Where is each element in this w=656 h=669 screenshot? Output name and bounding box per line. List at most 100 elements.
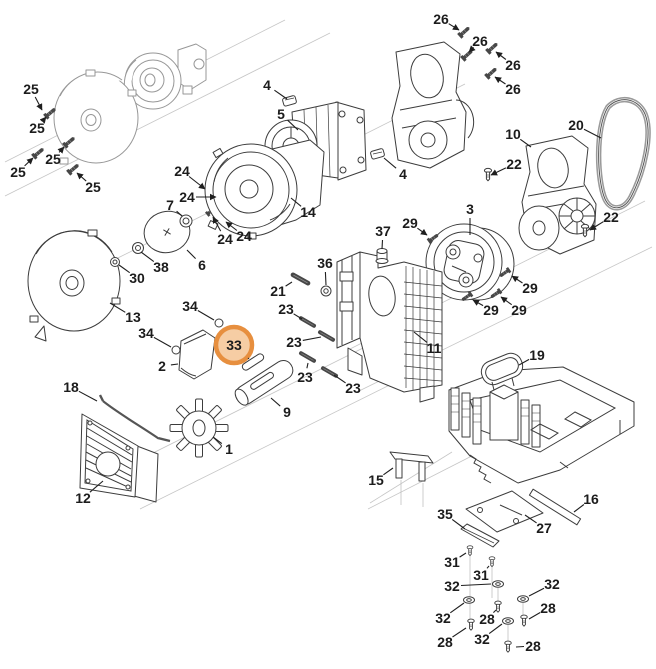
leader-line bbox=[34, 96, 43, 111]
leader-line bbox=[270, 397, 281, 407]
part-10-bracket-blower bbox=[518, 135, 597, 255]
leader-line bbox=[290, 197, 302, 207]
callout-16[interactable]: 16 bbox=[583, 491, 599, 507]
callout-24[interactable]: 24 bbox=[236, 228, 252, 244]
leader-line bbox=[459, 552, 467, 558]
callout-19[interactable]: 19 bbox=[529, 347, 545, 363]
part-11-housing bbox=[336, 251, 443, 403]
callout-34[interactable]: 34 bbox=[182, 298, 198, 314]
leader-line bbox=[197, 310, 215, 321]
leader-line bbox=[495, 51, 507, 60]
callout-24[interactable]: 24 bbox=[174, 163, 190, 179]
callout-25[interactable]: 25 bbox=[10, 164, 26, 180]
leader-line bbox=[448, 23, 460, 31]
callout-20[interactable]: 20 bbox=[568, 117, 584, 133]
leader-line bbox=[417, 227, 428, 236]
callout-25[interactable]: 25 bbox=[29, 120, 45, 136]
leader-line bbox=[78, 390, 98, 402]
callout-2[interactable]: 2 bbox=[158, 358, 166, 374]
callout-23[interactable]: 23 bbox=[297, 369, 313, 385]
callout-28[interactable]: 28 bbox=[479, 611, 495, 627]
part-6-disc bbox=[143, 210, 191, 254]
part-12-grill bbox=[79, 413, 159, 503]
leader-line bbox=[293, 313, 303, 320]
leader-line bbox=[39, 116, 47, 124]
callout-23[interactable]: 23 bbox=[345, 380, 361, 396]
callout-24[interactable]: 24 bbox=[217, 231, 233, 247]
callout-37[interactable]: 37 bbox=[375, 223, 391, 239]
callout-29[interactable]: 29 bbox=[402, 215, 418, 231]
leader-line bbox=[500, 296, 513, 306]
leader-line bbox=[89, 480, 104, 493]
leader-line bbox=[472, 299, 484, 307]
callout-25[interactable]: 25 bbox=[45, 151, 61, 167]
leader-line bbox=[460, 583, 492, 587]
callout-6[interactable]: 6 bbox=[198, 257, 206, 273]
callout-28[interactable]: 28 bbox=[437, 634, 453, 650]
callout-35[interactable]: 35 bbox=[437, 506, 453, 522]
callout-32[interactable]: 32 bbox=[444, 578, 460, 594]
callout-26[interactable]: 26 bbox=[433, 11, 449, 27]
callout-18[interactable]: 18 bbox=[63, 379, 79, 395]
leader-line bbox=[118, 264, 131, 274]
callout-21[interactable]: 21 bbox=[270, 283, 286, 299]
callout-23[interactable]: 23 bbox=[286, 334, 302, 350]
leader-line bbox=[274, 89, 288, 100]
callout-22[interactable]: 22 bbox=[603, 209, 619, 225]
callout-5[interactable]: 5 bbox=[277, 106, 285, 122]
callout-31[interactable]: 31 bbox=[444, 554, 460, 570]
callout-36[interactable]: 36 bbox=[317, 255, 333, 271]
leader-line bbox=[490, 167, 507, 176]
leader-line bbox=[528, 587, 545, 597]
part-18-wire bbox=[98, 394, 171, 443]
callout-28[interactable]: 28 bbox=[525, 638, 541, 654]
leader-line bbox=[511, 275, 523, 284]
callout-25[interactable]: 25 bbox=[85, 179, 101, 195]
callout-26[interactable]: 26 bbox=[472, 33, 488, 49]
leader-line bbox=[225, 221, 238, 231]
callout-34[interactable]: 34 bbox=[138, 325, 154, 341]
callout-13[interactable]: 13 bbox=[125, 309, 141, 325]
callout-27[interactable]: 27 bbox=[536, 520, 552, 536]
callout-26[interactable]: 26 bbox=[505, 81, 521, 97]
callout-31[interactable]: 31 bbox=[473, 567, 489, 583]
callout-10[interactable]: 10 bbox=[505, 126, 521, 142]
callout-22[interactable]: 22 bbox=[506, 156, 522, 172]
callout-3[interactable]: 3 bbox=[466, 201, 474, 217]
leader-line bbox=[333, 374, 346, 384]
callout-12[interactable]: 12 bbox=[75, 490, 91, 506]
callout-30[interactable]: 30 bbox=[129, 270, 145, 286]
callout-1[interactable]: 1 bbox=[225, 441, 233, 457]
callout-4[interactable]: 4 bbox=[399, 166, 407, 182]
callout-33-highlighted[interactable]: 33 bbox=[226, 337, 242, 353]
part-20-belt bbox=[595, 96, 651, 211]
callout-32[interactable]: 32 bbox=[435, 610, 451, 626]
callout-4[interactable]: 4 bbox=[263, 77, 271, 93]
callout-7[interactable]: 7 bbox=[166, 197, 174, 213]
leader-line bbox=[493, 609, 497, 613]
callout-14[interactable]: 14 bbox=[300, 204, 316, 220]
callout-25[interactable]: 25 bbox=[23, 81, 39, 97]
callout-29[interactable]: 29 bbox=[483, 302, 499, 318]
leader-line bbox=[515, 645, 525, 648]
callout-26[interactable]: 26 bbox=[505, 57, 521, 73]
callout-38[interactable]: 38 bbox=[153, 259, 169, 275]
callout-24[interactable]: 24 bbox=[179, 189, 195, 205]
callout-28[interactable]: 28 bbox=[540, 600, 556, 616]
callout-15[interactable]: 15 bbox=[368, 472, 384, 488]
callout-29[interactable]: 29 bbox=[522, 280, 538, 296]
callout-32[interactable]: 32 bbox=[544, 576, 560, 592]
callout-29[interactable]: 29 bbox=[511, 302, 527, 318]
part-19-knob bbox=[480, 352, 524, 391]
callout-9[interactable]: 9 bbox=[283, 404, 291, 420]
leader-line bbox=[188, 176, 206, 190]
callout-32[interactable]: 32 bbox=[474, 631, 490, 647]
part-37-bolt bbox=[375, 248, 389, 264]
leader-line bbox=[589, 221, 604, 231]
part-13-housing bbox=[27, 229, 121, 342]
callout-11[interactable]: 11 bbox=[427, 340, 442, 356]
callout-23[interactable]: 23 bbox=[278, 301, 294, 317]
leader-line bbox=[57, 146, 65, 154]
leader-line bbox=[285, 281, 293, 287]
